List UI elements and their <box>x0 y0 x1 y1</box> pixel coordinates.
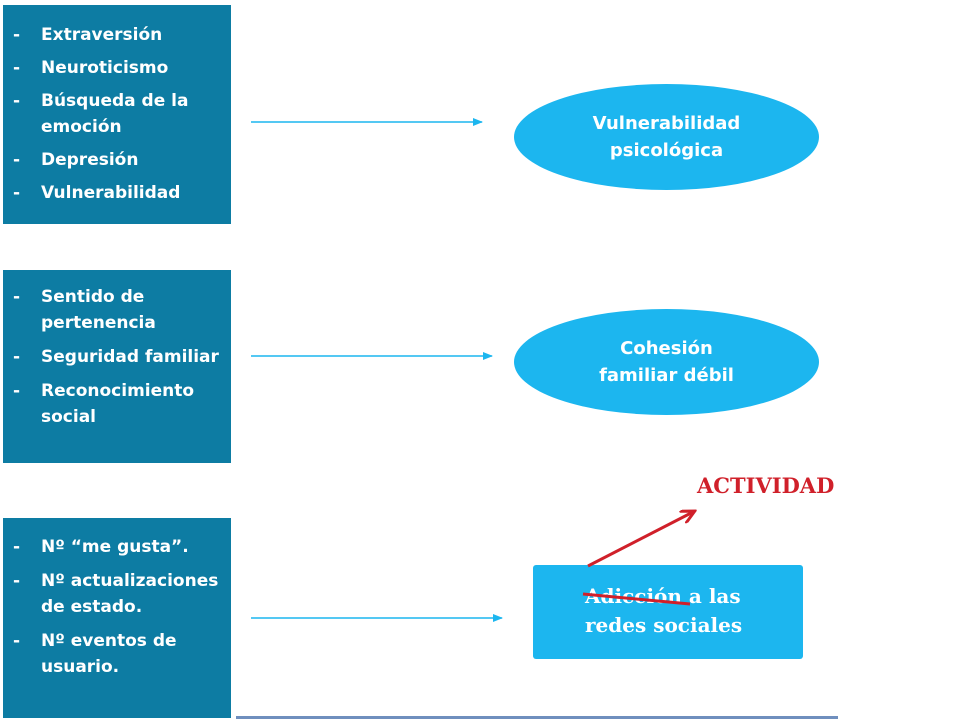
actividad-label: ACTIVIDAD <box>697 473 835 498</box>
adiccion-redes-node: Adicción a las redes sociales <box>533 565 803 659</box>
vulnerabilidad-psicologica-node: Vulnerabilidad psicológica <box>514 84 819 190</box>
list-item: Búsqueda de la emoción <box>3 88 231 140</box>
list-item: Seguridad familiar <box>3 344 231 370</box>
list-item: Nº actualizaciones de estado. <box>3 568 231 620</box>
list-item: Nº “me gusta”. <box>3 534 231 560</box>
list-item: Neuroticismo <box>3 55 231 81</box>
list-item: Vulnerabilidad <box>3 180 231 206</box>
list-item: Reconocimiento social <box>3 378 231 430</box>
list-item: Extraversión <box>3 22 231 48</box>
list-item: Sentido de pertenencia <box>3 284 231 336</box>
list-item: Depresión <box>3 147 231 173</box>
strikethrough-mark <box>582 592 691 606</box>
family-factors-panel: Sentido de pertenencia Seguridad familia… <box>3 270 231 463</box>
arrow-to-actividad <box>587 512 693 568</box>
personality-factors-panel: Extraversión Neuroticismo Búsqueda de la… <box>3 5 231 224</box>
usage-metrics-panel: Nº “me gusta”. Nº actualizaciones de est… <box>3 518 231 718</box>
list-item: Nº eventos de usuario. <box>3 628 231 680</box>
bottom-divider <box>236 716 838 719</box>
cohesion-familiar-node: Cohesión familiar débil <box>514 309 819 415</box>
